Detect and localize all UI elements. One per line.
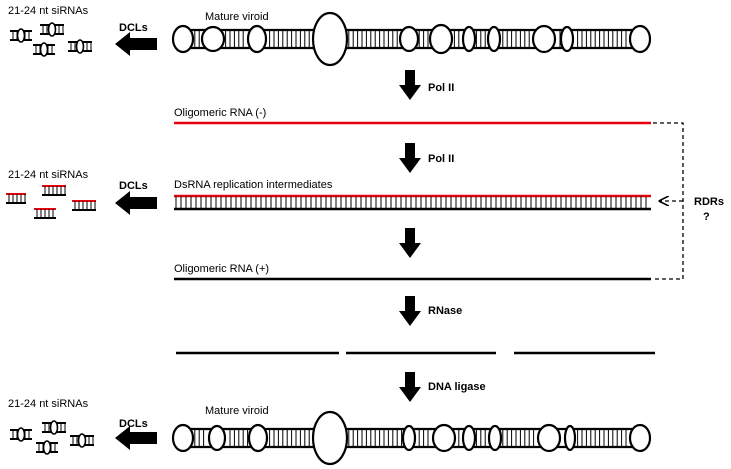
internal-loop (628, 423, 652, 453)
ligase-arrow (399, 372, 421, 402)
internal-loop (536, 423, 562, 453)
dcl-label-middle: DCLs (119, 180, 148, 192)
internal-loop (311, 11, 349, 67)
sirna-duplex (34, 208, 56, 219)
internal-loop (401, 424, 417, 452)
internal-loop (486, 25, 502, 53)
sirna-duplex (10, 28, 32, 43)
sirna-label-middle: 21-24 nt siRNAs (8, 169, 89, 181)
internal-loop (431, 423, 457, 453)
internal-loop (246, 24, 268, 54)
sirna-duplex (33, 42, 55, 57)
dsrna-intermediates-label: DsRNA replication intermediates (174, 179, 333, 191)
oligomeric-minus-label: Oligomeric RNA (-) (174, 107, 266, 119)
internal-loop (487, 424, 503, 452)
dsrna-duplex (174, 194, 651, 211)
rnase-label: RNase (428, 305, 462, 317)
dna-ligase-label: DNA ligase (428, 381, 486, 393)
sirna-duplex (72, 200, 96, 211)
mature-viroid-label-top: Mature viroid (205, 11, 269, 23)
rdrs-label: RDRs (694, 196, 724, 208)
dcl-arrow-middle (115, 191, 157, 215)
internal-loop (311, 410, 349, 466)
sirna-duplex (6, 193, 26, 204)
oligomeric-plus-label: Oligomeric RNA (+) (174, 263, 269, 275)
pol2-arrow-first (399, 70, 421, 100)
sirna-duplex (70, 433, 94, 448)
rdrs-question-label: ? (703, 211, 710, 223)
transcription-arrow (399, 228, 421, 258)
internal-loop (531, 24, 557, 54)
dcl-label-top: DCLs (119, 22, 148, 34)
sirna-duplex (42, 185, 66, 196)
sirna-duplex (42, 420, 66, 435)
internal-loop (200, 25, 226, 53)
internal-loop (428, 23, 454, 55)
dcl-label-bottom: DCLs (119, 418, 148, 430)
sirna-duplexes-top (10, 22, 92, 57)
internal-loop (247, 423, 269, 453)
sirna-duplexes-bottom (10, 420, 94, 455)
rnase-arrow (399, 296, 421, 326)
internal-loop (207, 424, 227, 452)
pol2-label-second: Pol II (428, 153, 454, 165)
sirna-label-top: 21-24 nt siRNAs (8, 5, 89, 17)
mature-viroid-structure-bottom (171, 410, 652, 466)
sirna-duplex (68, 39, 92, 54)
internal-loop (461, 424, 477, 452)
sirna-duplex (40, 22, 64, 37)
pol2-arrow-second (399, 143, 421, 173)
internal-loop (563, 424, 577, 452)
mature-viroid-structure-top (171, 11, 652, 67)
internal-loop (559, 25, 575, 53)
internal-loop (628, 24, 652, 54)
sirna-duplex (10, 427, 32, 442)
internal-loop (398, 25, 420, 53)
internal-loop (461, 25, 477, 53)
sirna-duplexes-middle (6, 185, 96, 219)
pol2-label-first: Pol II (428, 82, 454, 94)
sirna-duplex (36, 440, 58, 455)
internal-loop (171, 24, 195, 54)
sirna-label-bottom: 21-24 nt siRNAs (8, 398, 89, 410)
dcl-arrow-bottom (115, 426, 157, 450)
dcl-arrow-top (115, 32, 157, 56)
internal-loop (171, 423, 195, 453)
mature-viroid-label-bottom: Mature viroid (205, 405, 269, 417)
